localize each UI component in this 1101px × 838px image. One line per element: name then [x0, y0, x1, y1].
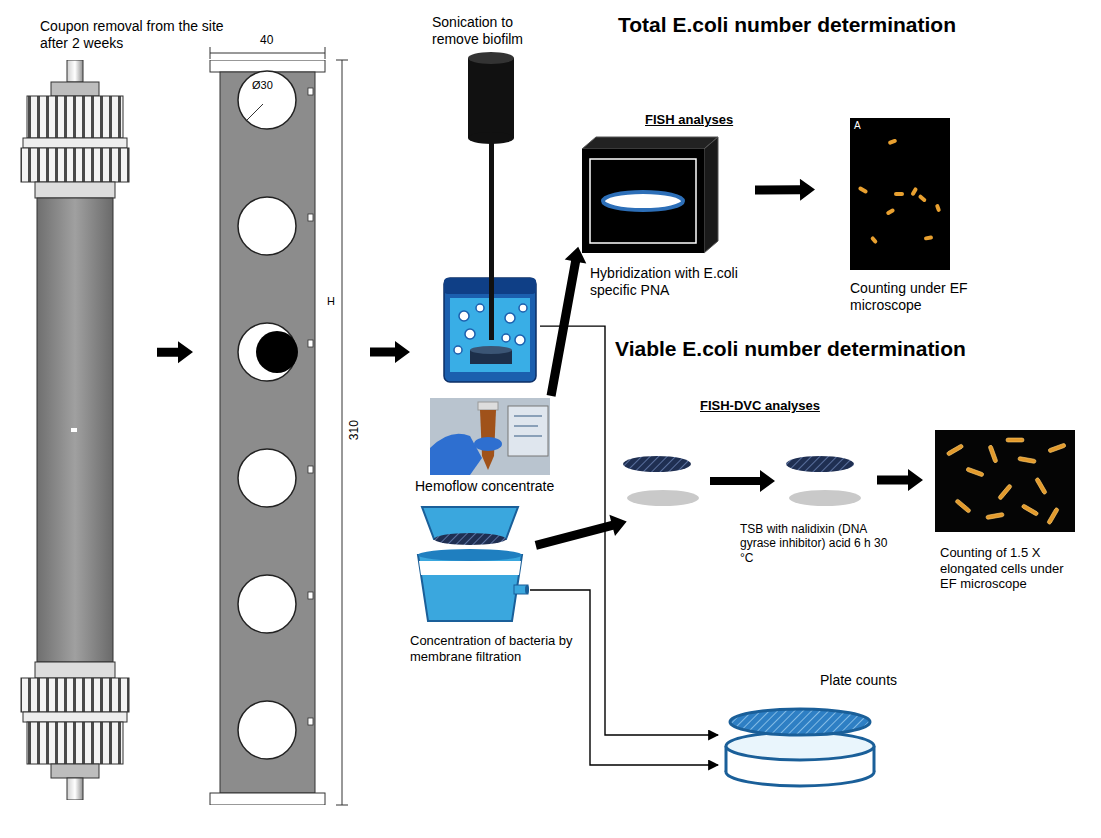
flow-arrow	[877, 469, 923, 491]
hemoflow-photo: Hemoflow concentrate	[430, 398, 550, 475]
fish-micrograph: ACounting under EF microscope	[850, 118, 950, 270]
section-heading: Viable E.coli number determination	[615, 336, 966, 361]
dimension-label: 310	[347, 420, 361, 440]
flow-arrow	[547, 247, 587, 397]
panel-letter: A	[854, 120, 861, 132]
step-caption: Sonication to remove biofilm	[432, 14, 557, 48]
tube-photo	[430, 398, 550, 475]
flow-arrow	[535, 515, 627, 550]
step-caption: Coupon removal from the site after 2 wee…	[40, 18, 225, 52]
flow-arrow	[530, 590, 718, 765]
filter-drawing	[615, 440, 865, 520]
step-caption: TSB with nalidixin (DNA gyrase inhibitor…	[740, 522, 890, 565]
incubation-filters: TSB with nalidixin (DNA gyrase inhibitor…	[615, 440, 865, 520]
step-caption: Counting under EF microscope	[850, 280, 980, 314]
micrograph	[935, 430, 1075, 532]
flow-arrow	[755, 179, 815, 201]
oven-drawing	[580, 135, 720, 255]
sonicator-drawing	[440, 50, 540, 390]
petri-dish: Plate counts	[720, 700, 880, 790]
flow-arrow	[157, 341, 193, 363]
step-caption: Concentration of bacteria by membrane fi…	[410, 633, 582, 664]
dvc-micrograph: Counting of 1.5 X elongated cells under …	[935, 430, 1075, 532]
section-heading: Total E.coli number determination	[618, 12, 956, 37]
flow-arrow	[540, 326, 718, 735]
step-caption: Hemoflow concentrate	[415, 478, 554, 495]
dimension-label: H	[327, 295, 335, 308]
step-caption: Hybridization with E.coli specific PNA	[590, 265, 760, 299]
dimension-label: Ø30	[252, 79, 273, 92]
method-heading: FISH-DVC analyses	[700, 398, 820, 414]
flow-arrow	[370, 341, 410, 363]
coupon-plate: 40Ø30H310	[205, 60, 330, 805]
funnel-drawing	[410, 505, 530, 625]
dish-drawing	[720, 700, 880, 790]
method-heading: FISH analyses	[645, 112, 733, 128]
coupon-holder: Coupon removal from the site after 2 wee…	[5, 60, 145, 800]
dimension-label: 40	[260, 33, 273, 47]
plate-drawing	[205, 60, 330, 805]
micrograph	[850, 118, 950, 270]
step-caption: Counting of 1.5 X elongated cells under …	[940, 545, 1070, 592]
filtration-funnel: Concentration of bacteria by membrane fi…	[410, 505, 530, 625]
sonication-beaker: Sonication to remove biofilm	[440, 50, 540, 390]
hybridization-oven: Hybridization with E.coli specific PNA	[580, 135, 720, 255]
pipe-drawing	[5, 60, 145, 800]
step-caption: Plate counts	[820, 672, 897, 689]
